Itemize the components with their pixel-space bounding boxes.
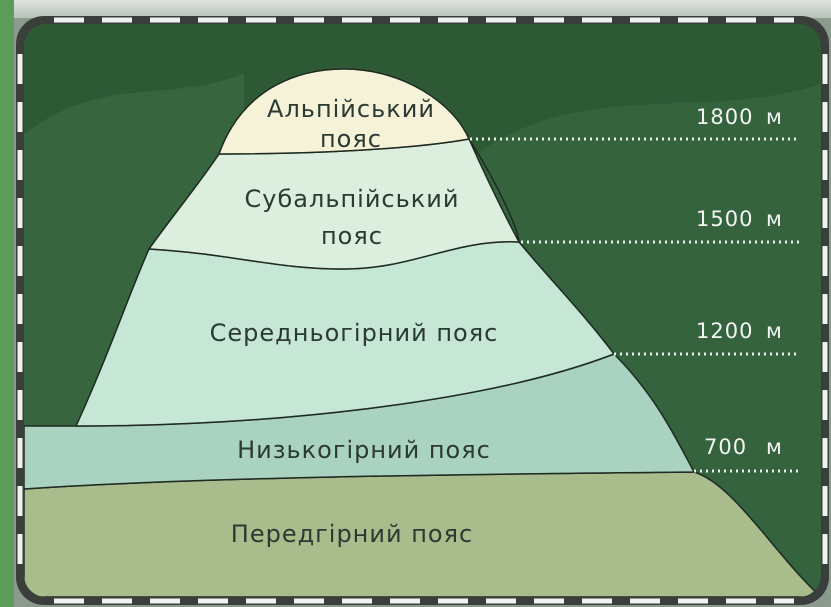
label-alpine-line2: пояс	[320, 125, 382, 153]
label-foothill: Передгірний пояс	[231, 520, 473, 548]
mountain-right-slope	[468, 138, 520, 243]
altitude-1800-unit: м	[766, 105, 783, 129]
mountain-zones-diagram: Альпійський пояс Субальпійський пояс Сер…	[16, 16, 829, 605]
frame-dashes	[17, 17, 828, 604]
altitude-lines	[470, 137, 799, 473]
label-subalpine-line1: Субальпійський	[245, 185, 460, 213]
altitude-1500-value: 1500	[696, 207, 753, 231]
left-edge-strip	[0, 0, 14, 607]
altitude-1800-value: 1800	[696, 105, 753, 129]
label-alpine-line1: Альпійський	[267, 95, 435, 123]
top-edge-strip	[14, 0, 831, 18]
altitude-1200-value: 1200	[696, 319, 753, 343]
zone-alpine	[217, 68, 471, 155]
label-subalpine-line2: пояс	[321, 222, 383, 250]
altitude-1200-unit: м	[766, 319, 783, 343]
diagram-frame: Альпійський пояс Субальпійський пояс Сер…	[14, 14, 831, 607]
altitude-700-unit: м	[766, 435, 783, 459]
label-lowmountain: Низькогірний пояс	[237, 436, 491, 464]
label-midmountain: Середньогірний пояс	[210, 319, 499, 347]
altitude-700-value: 700	[704, 435, 747, 459]
altitude-1500-unit: м	[766, 207, 783, 231]
